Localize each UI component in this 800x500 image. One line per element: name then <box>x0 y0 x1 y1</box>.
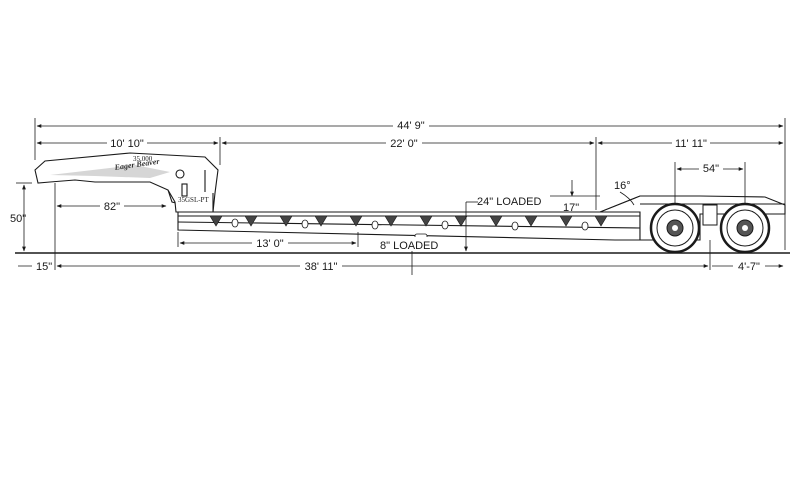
deck-bottom-rail <box>177 221 641 229</box>
label-rear-overhang: 4'-7" <box>738 261 760 273</box>
stake-pockets <box>209 215 608 227</box>
dimension-labels: 44' 9" 10' 10" 22' 0" 11' 11" 54" 50" 82… <box>10 118 765 273</box>
label-ground-clearance-loaded: 8" LOADED <box>380 240 438 252</box>
label-rear-section-length: 11' 11" <box>675 138 707 150</box>
label-gooseneck-length: 10' 10" <box>110 138 144 150</box>
main-deck <box>177 211 641 241</box>
label-deck-height-loaded: 24" LOADED <box>477 196 541 208</box>
capacity-badge: 35,000 <box>133 155 153 163</box>
model-label: 35GSL-PT <box>178 196 209 204</box>
label-kingpin-to-axle: 38' 11" <box>305 261 338 273</box>
label-swing-clearance: 82" <box>104 201 120 213</box>
lock-pin <box>175 169 185 179</box>
label-loading-angle: 16° <box>614 180 631 192</box>
label-axle-spread: 54" <box>703 163 719 175</box>
label-overall-length: 44' 9" <box>397 120 425 132</box>
front-wheel <box>649 202 701 254</box>
rear-axles <box>649 202 771 254</box>
label-deck-length: 22' 0" <box>390 138 418 150</box>
gooseneck-shade <box>50 165 170 178</box>
label-gooseneck-height: 50" <box>10 213 26 225</box>
label-rear-deck-height: 17" <box>563 202 579 214</box>
label-ramp-length: 13' 0" <box>256 238 284 250</box>
label-kingpin-offset: 15" <box>36 261 52 273</box>
gooseneck-neck <box>167 189 214 213</box>
rear-wheel <box>719 202 771 254</box>
hydraulic-cylinder <box>181 183 188 197</box>
suspension-hanger <box>702 204 718 226</box>
angle-arc <box>619 191 635 206</box>
tie-down-rings <box>231 218 589 231</box>
